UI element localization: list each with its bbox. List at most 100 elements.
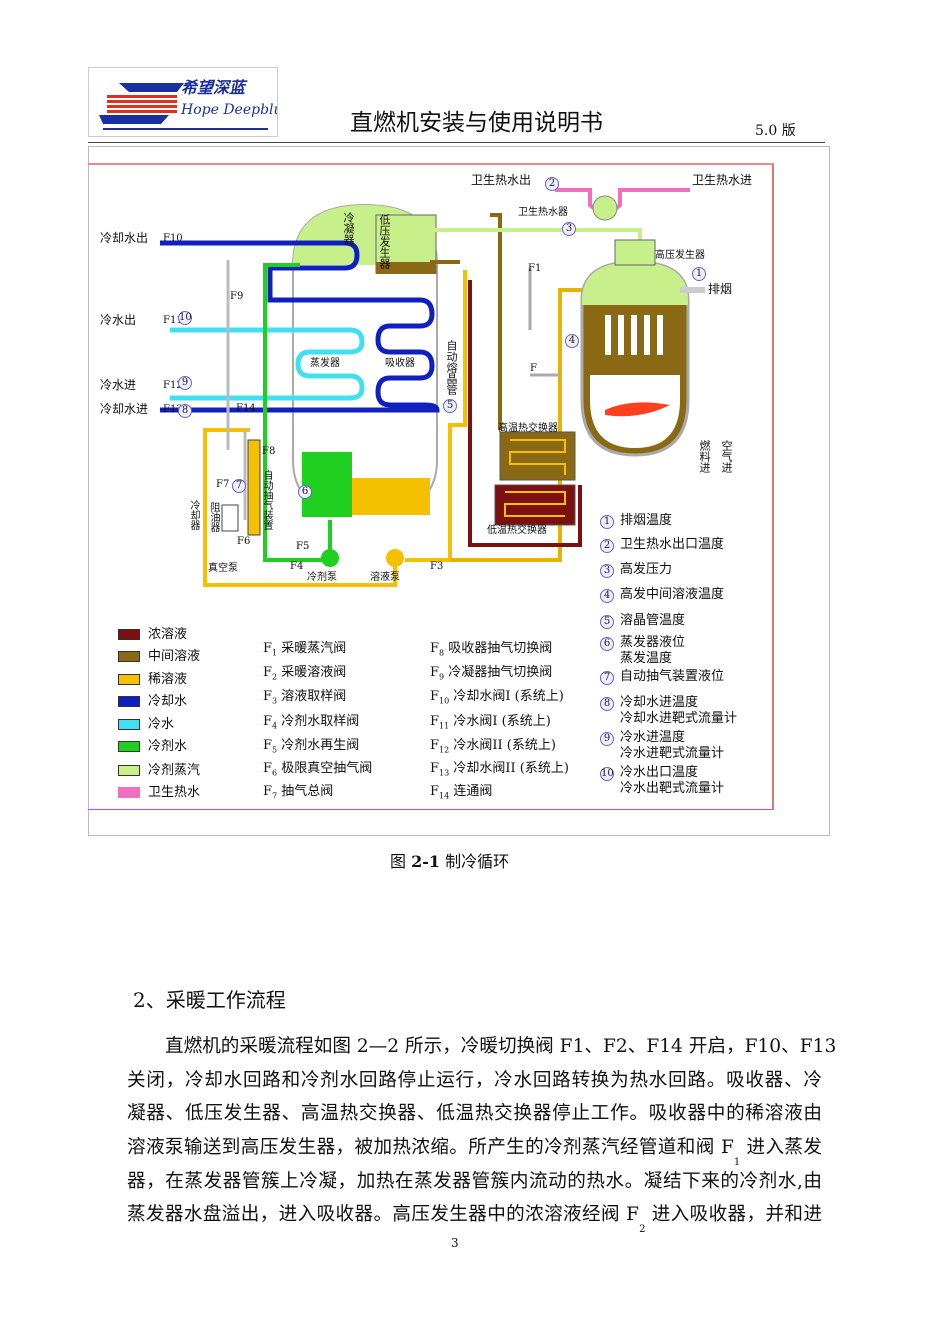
- measure-point-label: 自动抽气装置液位: [620, 669, 725, 684]
- valve-list-text: 8: [439, 648, 445, 658]
- valve-f10: F10: [163, 233, 183, 244]
- valve-list-text: 9: [439, 672, 445, 682]
- valve-list-text: F: [263, 761, 273, 776]
- logo-en-text: Hope Deepblue: [180, 102, 277, 118]
- chilled-water-coil: [170, 327, 365, 401]
- point-1: 1: [692, 267, 706, 281]
- caption-text: 制冷循环: [440, 852, 510, 871]
- point-9: 9: [178, 376, 192, 390]
- measure-point-label: 溶晶管温度: [620, 613, 686, 628]
- measure-point-item: 2 卫生热水出口温度: [600, 537, 724, 553]
- paragraph-line: 器，在蒸发器管簇上冷凝，加热在蒸发器管簇内流动的热水。凝结下来的冷剂水,由: [127, 1166, 822, 1193]
- valve-list-text: 12: [439, 745, 450, 755]
- label-vacuum-pump: 真空泵: [208, 563, 238, 574]
- company-logo: 希望深蓝 Hope Deepblue: [88, 67, 291, 137]
- caption-prefix: 图: [390, 852, 412, 871]
- auto-purge-device: [247, 439, 261, 536]
- figure-frame: [88, 146, 830, 836]
- valve-list-text: 10: [439, 696, 450, 706]
- valve-list-text: F: [430, 784, 440, 799]
- point-number-icon: 8: [600, 697, 614, 711]
- valve-f2: F: [530, 363, 537, 374]
- valve-list-text: 6: [272, 768, 278, 778]
- valve-f12: F12: [163, 380, 183, 391]
- measure-point-label: 冷却水进靶式流量计: [620, 711, 738, 726]
- legend-label: 浓溶液: [148, 627, 188, 642]
- refrigerant-water-pipe: [263, 263, 332, 562]
- figure-inner-border: [88, 163, 774, 810]
- valve-f5: F5: [296, 541, 310, 552]
- label-hot-water-in: 卫生热水进: [692, 173, 753, 187]
- valve-list-text: 冷剂水取样阀: [281, 714, 360, 729]
- measure-point-label: 排烟温度: [620, 513, 673, 528]
- legend-swatch: [118, 696, 140, 707]
- legend-item: 冷却水: [118, 690, 187, 709]
- point-4: 4: [565, 334, 579, 348]
- valve-list-text: 极限真空抽气阀: [281, 761, 373, 776]
- valve-list-text: F: [263, 738, 273, 753]
- point-7: 7: [232, 479, 246, 493]
- point-8: 8: [178, 404, 192, 418]
- label-hot-water-heater: 卫生热水器: [518, 207, 568, 218]
- label-fuel-in: 燃料进: [698, 440, 711, 473]
- valve-list-item: F4 冷剂水取样阀: [263, 710, 359, 731]
- version-label: 5.0 版: [755, 123, 796, 139]
- valve-list-text: 3: [272, 696, 278, 706]
- label-chilled-water-in: 冷水进: [100, 378, 137, 392]
- point-number-icon: 5: [600, 615, 614, 629]
- valve-list-text: F: [263, 641, 273, 656]
- legend-item: 冷剂水: [118, 735, 187, 754]
- legend-swatch: [118, 719, 140, 730]
- point-number-icon: 7: [600, 671, 614, 685]
- label-high-pressure-generator: 高压发生器: [655, 250, 705, 261]
- line-text: 关闭，冷却水回路和冷剂水回路停止运行，冷水回路转换为热水回路。吸收器、冷: [127, 1070, 822, 1091]
- label-chilled-water-out: 冷水出: [100, 313, 137, 327]
- point-6: 6: [298, 485, 312, 499]
- mid-solution-pipe: [430, 213, 502, 430]
- label-high-temp-hx: 高温热交换器: [498, 423, 558, 434]
- valve-list-item: F8 吸收器抽气切换阀: [430, 637, 552, 658]
- valve-f3: F3: [430, 561, 444, 572]
- evaporator-well: [302, 452, 352, 517]
- hot-water-heater: [592, 195, 618, 221]
- refrigeration-cycle-diagram: [160, 188, 705, 587]
- valve-list-text: 吸收器抽气切换阀: [448, 641, 553, 656]
- valve-list-text: 冷水阀II (系统上): [453, 738, 556, 753]
- valve-f13: F13: [163, 404, 183, 415]
- line-text: 凝器、低压发生器、高温热交换器、低温热交换器停止工作。吸收器中的稀溶液由: [127, 1103, 822, 1124]
- legend-swatch: [118, 787, 140, 798]
- valve-list-text: 2: [272, 672, 278, 682]
- measure-point-item: 5 溶晶管温度: [600, 613, 685, 629]
- legend-label: 中间溶液: [148, 649, 201, 664]
- label-condenser: 冷凝器: [342, 212, 355, 245]
- valve-list-item: F3 溶液取样阀: [263, 685, 346, 706]
- valve-list-text: 采暖蒸汽阀: [281, 641, 347, 656]
- measure-point-label: 高发压力: [620, 562, 673, 577]
- line-text: 直燃机的采暖流程如图 2—2 所示，冷暖切换阀 F1、F2、F14 开启，F10…: [165, 1036, 837, 1057]
- valve-list-text: F: [430, 761, 440, 776]
- point-number-icon: 2: [600, 539, 614, 553]
- document-title: 直燃机安装与使用说明书: [350, 110, 603, 136]
- legend-item: 稀溶液: [118, 668, 187, 687]
- measure-point-label: 冷水进温度: [620, 730, 686, 745]
- valve-list-item: F14 连通阀: [430, 780, 492, 801]
- point-number-icon: 9: [600, 732, 614, 746]
- valve-list-item: F12 冷水阀II (系统上): [430, 734, 556, 755]
- point-3: 3: [562, 222, 576, 236]
- valve-f6: F6: [237, 536, 251, 547]
- point-number-icon: 3: [600, 564, 614, 578]
- valve-list-text: 4: [272, 721, 278, 731]
- valve-list-text: 14: [439, 791, 450, 801]
- point-number-icon: 4: [600, 589, 614, 603]
- legend-item: 中间溶液: [118, 645, 200, 664]
- valve-f4: F4: [290, 561, 304, 572]
- label-oil-separator: 阻油器: [208, 502, 219, 532]
- valve-list-text: 抽气总阀: [281, 784, 334, 799]
- valve-list-text: 13: [439, 768, 450, 778]
- measure-point-label: 卫生热水出口温度: [620, 537, 725, 552]
- valve-f14: F14: [236, 403, 256, 414]
